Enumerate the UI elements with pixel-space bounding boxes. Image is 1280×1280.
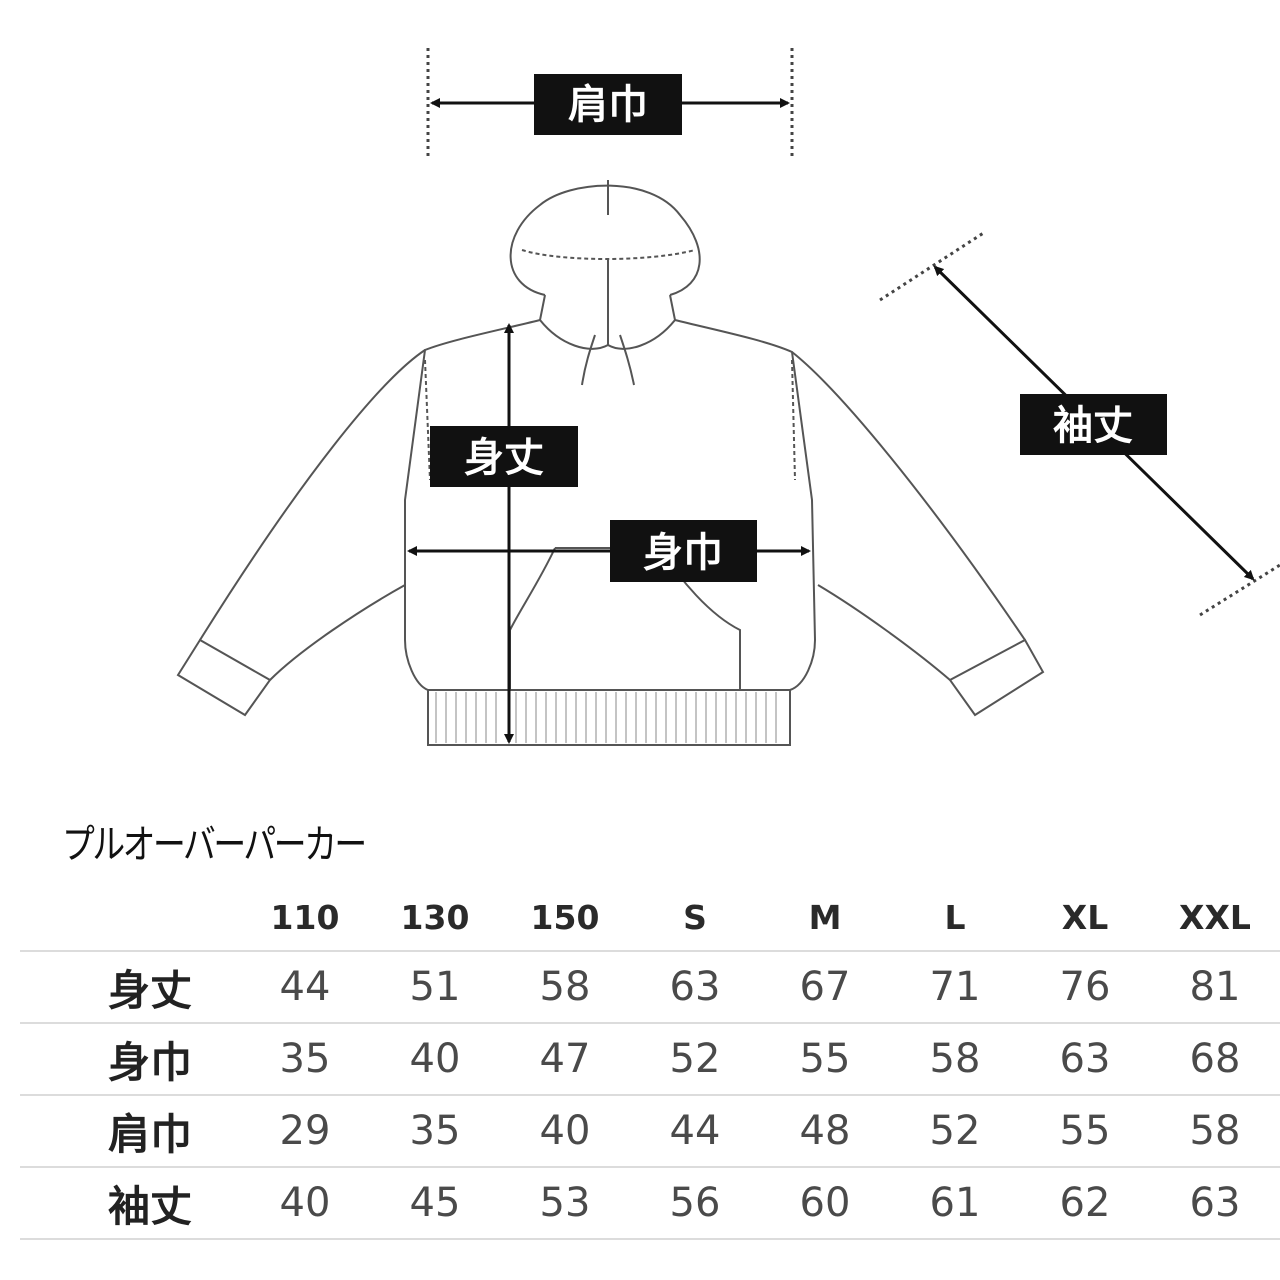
size-col-header: 110 <box>240 884 370 952</box>
sleeve-length-measure: 袖丈 <box>879 230 1280 617</box>
size-col-header: M <box>760 884 890 952</box>
size-col-header: XL <box>1020 884 1150 952</box>
table-cell: 67 <box>760 951 890 1024</box>
table-cell: 63 <box>1150 1167 1280 1240</box>
table-cell: 56 <box>630 1167 760 1240</box>
size-header-row: 110 130 150 S M L XL XXL <box>20 884 1280 952</box>
table-cell: 60 <box>760 1167 890 1240</box>
table-cell: 48 <box>760 1095 890 1168</box>
table-row: 身巾 35 40 47 52 55 58 63 68 <box>20 1023 1280 1096</box>
table-row: 肩巾 29 35 40 44 48 52 55 58 <box>20 1095 1280 1168</box>
table-cell: 55 <box>760 1023 890 1096</box>
table-cell: 52 <box>890 1095 1020 1168</box>
row-label: 身巾 <box>20 1023 240 1096</box>
table-cell: 63 <box>1020 1023 1150 1096</box>
table-cell: 81 <box>1150 951 1280 1024</box>
table-cell: 55 <box>1020 1095 1150 1168</box>
row-label: 身丈 <box>20 951 240 1024</box>
shoulder-width-label: 肩巾 <box>568 82 648 128</box>
size-col-header: S <box>630 884 760 952</box>
table-cell: 62 <box>1020 1167 1150 1240</box>
size-col-header: L <box>890 884 1020 952</box>
table-cell: 40 <box>240 1167 370 1240</box>
table-cell: 52 <box>630 1023 760 1096</box>
table-cell: 40 <box>370 1023 500 1096</box>
table-cell: 35 <box>370 1095 500 1168</box>
table-cell: 35 <box>240 1023 370 1096</box>
header-corner <box>20 884 240 952</box>
table-cell: 63 <box>630 951 760 1024</box>
hoodie-outline <box>176 180 1045 746</box>
size-table: 110 130 150 S M L XL XXL 身丈 44 51 58 63 … <box>20 884 1280 1240</box>
hoodie-measurement-diagram: 肩巾 身丈 身巾 袖丈 <box>176 48 1280 746</box>
table-cell: 58 <box>500 951 630 1024</box>
table-cell: 58 <box>1150 1095 1280 1168</box>
table-row: 身丈 44 51 58 63 67 71 76 81 <box>20 951 1280 1024</box>
table-cell: 40 <box>500 1095 630 1168</box>
row-label: 袖丈 <box>20 1167 240 1240</box>
table-cell: 47 <box>500 1023 630 1096</box>
body-length-label: 身丈 <box>464 435 544 481</box>
table-cell: 44 <box>240 951 370 1024</box>
body-length-measure: 身丈 <box>430 323 578 744</box>
product-title: プルオーバーパーカー <box>62 822 367 868</box>
table-cell: 51 <box>370 951 500 1024</box>
table-cell: 45 <box>370 1167 500 1240</box>
size-col-header: 150 <box>500 884 630 952</box>
table-cell: 61 <box>890 1167 1020 1240</box>
table-cell: 71 <box>890 951 1020 1024</box>
table-cell: 68 <box>1150 1023 1280 1096</box>
row-label: 肩巾 <box>20 1095 240 1168</box>
shoulder-width-measure: 肩巾 <box>426 48 794 160</box>
table-cell: 76 <box>1020 951 1150 1024</box>
table-cell: 53 <box>500 1167 630 1240</box>
table-row: 袖丈 40 45 53 56 60 61 62 63 <box>20 1167 1280 1240</box>
table-cell: 58 <box>890 1023 1020 1096</box>
table-cell: 29 <box>240 1095 370 1168</box>
hem-ribbing <box>435 692 777 743</box>
body-width-label: 身巾 <box>643 530 723 576</box>
sleeve-length-label: 袖丈 <box>1053 403 1133 449</box>
body-width-measure: 身巾 <box>407 520 811 582</box>
table-cell: 44 <box>630 1095 760 1168</box>
size-col-header: XXL <box>1150 884 1280 952</box>
size-col-header: 130 <box>370 884 500 952</box>
